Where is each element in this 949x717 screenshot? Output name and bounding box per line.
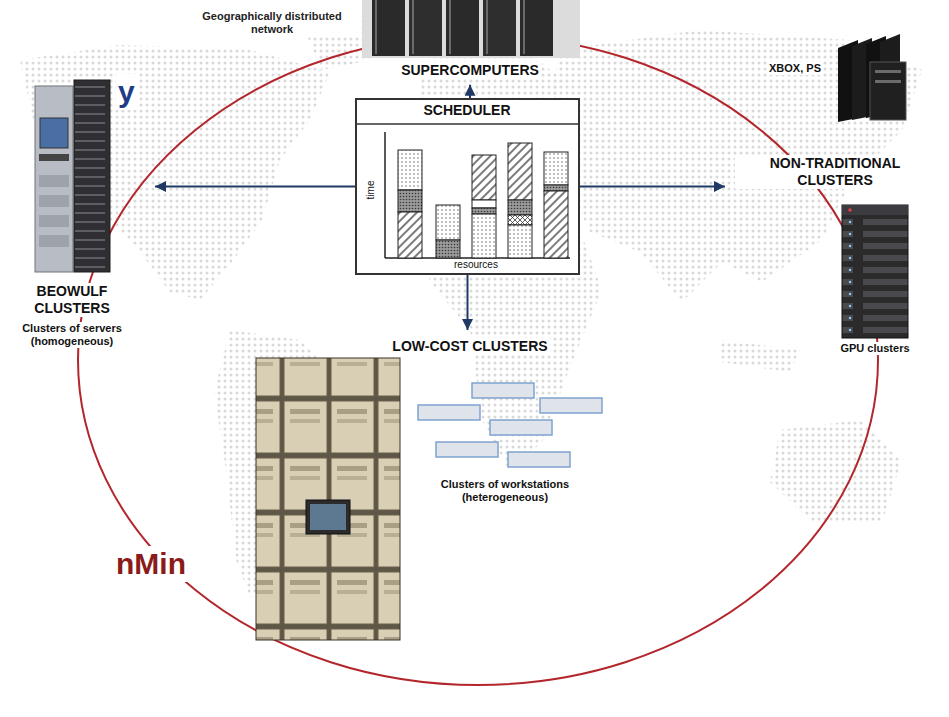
cluster-title: NON-TRADITIONAL CLUSTERS xyxy=(735,155,935,189)
cabinet xyxy=(483,0,516,56)
cabinet-highlight xyxy=(375,0,377,54)
scheduler-title: SCHEDULER xyxy=(421,102,512,119)
scheduler-box: SCHEDULER xyxy=(355,98,580,275)
rack-unit xyxy=(39,175,69,187)
chart-bar-segment xyxy=(472,155,496,200)
photo-screen xyxy=(310,504,346,530)
world-map xyxy=(20,14,922,602)
scheduler-arrow xyxy=(580,186,725,188)
workstation xyxy=(508,452,570,467)
cluster-subtitle: Clusters of servers (homogeneous) xyxy=(6,322,138,348)
console-slot xyxy=(875,80,901,83)
low-cost-group: LOW-COST CLUSTERS Clusters of workstation… xyxy=(250,330,610,515)
scheduler-divider xyxy=(355,123,580,125)
workstation xyxy=(436,442,498,457)
photo-monitor xyxy=(306,500,350,534)
map-continent xyxy=(20,45,330,300)
axis-label: time xyxy=(365,179,377,202)
low-cost-picture xyxy=(256,358,400,640)
console-slot xyxy=(875,70,901,73)
scheduler-arrow xyxy=(155,186,355,188)
slide-title-fragment: y xyxy=(116,74,137,110)
cluster-subtitle: XBOX, PS xyxy=(767,62,823,75)
rack-monitor xyxy=(40,118,68,148)
chart-bar-segment xyxy=(398,190,422,212)
chart-bar-segment xyxy=(508,143,532,200)
chart-bar-segment xyxy=(472,208,496,214)
cabinet-highlight xyxy=(412,0,414,54)
supercomputer-group: SUPERCOMPUTERS xyxy=(360,0,580,85)
chart-bar-segment xyxy=(472,214,496,258)
network-label: Geographically distributed network xyxy=(183,10,361,36)
cluster-subtitle: GPU clusters xyxy=(838,342,911,355)
chart-bar-segment xyxy=(436,205,460,240)
cabinet xyxy=(520,0,553,56)
chart-bar-segment xyxy=(508,215,532,225)
gpu-light xyxy=(848,208,852,212)
cluster-title: BEOWULF CLUSTERS xyxy=(10,283,134,317)
cabinet-highlight xyxy=(523,0,525,54)
server-rack xyxy=(74,80,110,272)
gpu-rack-top xyxy=(842,205,908,215)
axis-label: resources xyxy=(452,259,500,271)
cabinet xyxy=(372,0,405,56)
cluster-title: SUPERCOMPUTERS xyxy=(399,62,541,79)
scheduler-chart xyxy=(355,98,580,275)
chart-bar-segment xyxy=(472,200,496,208)
rack-unit xyxy=(39,215,69,227)
rack-unit xyxy=(39,235,69,247)
workstation xyxy=(540,398,602,413)
slide-title-fragment: nMin xyxy=(114,546,188,582)
chart-bar-segment xyxy=(544,185,568,191)
connectors xyxy=(155,85,725,330)
workstation xyxy=(472,383,534,398)
chart-bar-segment xyxy=(544,191,568,258)
chart-bar-segment xyxy=(398,150,422,190)
map-continent xyxy=(720,340,800,372)
cabinet xyxy=(446,0,479,56)
scheduler-arrow xyxy=(469,85,471,98)
scheduler-arrow xyxy=(467,275,469,330)
beowulf-picture xyxy=(35,80,110,272)
chart-bar-segment xyxy=(544,152,568,185)
gpu-rack-picture xyxy=(842,205,908,338)
pc-stack-photo xyxy=(256,358,400,640)
supercomputer-picture xyxy=(362,0,580,58)
console-tower xyxy=(870,62,906,120)
chart-axis xyxy=(384,132,386,258)
scheduler-ground xyxy=(355,98,580,275)
gpu-rack xyxy=(842,205,908,338)
chart-bar-segment xyxy=(508,225,532,258)
cluster-subtitle: Clusters of workstations (heterogeneous) xyxy=(420,478,590,504)
cabinet-highlight xyxy=(449,0,451,54)
non-traditional-group: XBOX, PS NON-TRADITIONAL CLUSTERS GPU clus… xyxy=(725,55,945,361)
console-picture xyxy=(838,34,906,122)
cabinet xyxy=(409,0,442,56)
workstation xyxy=(490,420,552,435)
server-rack xyxy=(35,86,73,272)
cluster-title: LOW-COST CLUSTERS xyxy=(390,338,549,355)
chart-bar-segment xyxy=(436,240,460,258)
workstations-picture xyxy=(418,383,602,467)
rack-keyboard xyxy=(39,154,69,161)
cabinet-highlight xyxy=(486,0,488,54)
chart-bar-segment xyxy=(398,212,422,258)
rack-unit xyxy=(39,195,69,207)
network-ring xyxy=(78,35,878,685)
beowulf-group: BEOWULF CLUSTERS Clusters of servers (hom… xyxy=(4,75,155,355)
chart-bar-segment xyxy=(508,200,532,215)
workstation xyxy=(418,405,480,420)
photo-ground xyxy=(362,0,580,58)
